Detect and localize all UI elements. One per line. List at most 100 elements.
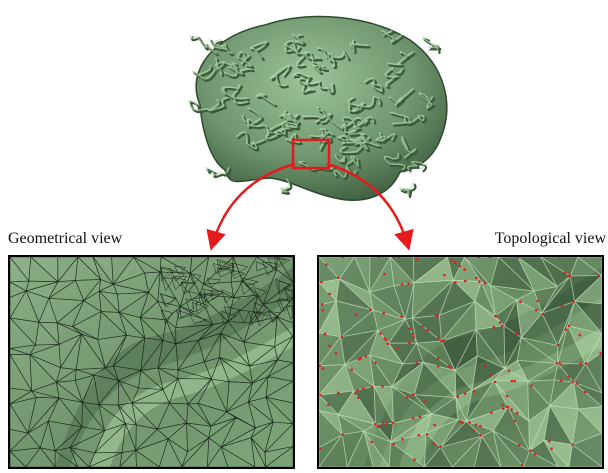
topology-point [328, 293, 331, 296]
topology-point [489, 374, 492, 377]
topology-point [529, 449, 532, 452]
topology-point [514, 380, 517, 383]
topology-point [356, 389, 359, 392]
topology-point [412, 393, 415, 396]
topology-point [475, 424, 478, 427]
topology-point [534, 453, 537, 456]
topology-point [475, 277, 478, 280]
topology-point [450, 259, 453, 262]
topology-point [327, 403, 330, 406]
topology-point [381, 385, 384, 388]
topology-point [565, 328, 568, 331]
topology-point [442, 339, 445, 342]
topology-point [571, 381, 574, 384]
topology-point [579, 334, 582, 337]
topology-point [550, 447, 553, 450]
topology-point [374, 423, 377, 426]
topology-point [319, 394, 322, 397]
topology-point [478, 280, 481, 283]
topology-point [564, 271, 567, 274]
topology-point [560, 379, 563, 382]
topology-point [572, 300, 575, 303]
topological-view-panel [317, 255, 604, 469]
topology-point [354, 392, 357, 395]
topology-point [321, 303, 324, 306]
topology-point [424, 400, 427, 403]
geometrical-mesh [10, 257, 293, 467]
topology-point [379, 332, 382, 335]
topology-point [421, 325, 424, 328]
topology-point [412, 417, 415, 420]
topology-point [458, 265, 461, 268]
topology-point [433, 443, 436, 446]
topology-point [579, 362, 582, 365]
topology-point [401, 438, 404, 441]
topology-point [473, 429, 476, 432]
topology-point [556, 362, 559, 365]
topology-point [448, 365, 451, 368]
topology-point [443, 274, 446, 277]
topology-point [567, 375, 570, 378]
topology-point [426, 329, 429, 332]
topology-point [341, 335, 344, 338]
topology-point [355, 314, 358, 317]
topology-point [400, 315, 403, 318]
topology-point [515, 332, 518, 335]
topology-point [535, 309, 538, 312]
topology-point [374, 362, 377, 365]
topology-point [508, 370, 511, 373]
topology-point [357, 397, 360, 400]
topology-point [459, 420, 462, 423]
topology-point [383, 337, 386, 340]
topology-point [501, 325, 504, 328]
topology-point [413, 336, 416, 339]
topology-point [464, 392, 467, 395]
topology-point [568, 274, 571, 277]
topology-point [335, 352, 338, 355]
topology-point [439, 445, 442, 448]
topology-point [464, 280, 467, 283]
topology-point [324, 333, 327, 336]
topology-point [416, 258, 419, 261]
topology-point [461, 422, 464, 425]
topology-point [328, 345, 331, 348]
topology-point [536, 300, 539, 303]
topology-point [468, 421, 471, 424]
topology-point [557, 344, 560, 347]
topology-point [484, 282, 487, 285]
topology-point [576, 382, 579, 385]
brain-silhouette [196, 17, 447, 201]
topology-point [511, 380, 514, 383]
topology-point [561, 305, 564, 308]
topology-point [411, 333, 414, 336]
topology-point [457, 396, 460, 399]
topology-point [473, 390, 476, 393]
topological-mesh [319, 257, 602, 467]
topology-point [584, 391, 587, 394]
topology-point [513, 420, 516, 423]
topology-point [322, 367, 325, 370]
topology-point [585, 362, 588, 365]
topology-point [519, 301, 522, 304]
topology-point [437, 357, 440, 360]
topology-point [396, 347, 399, 350]
topology-point [548, 440, 551, 443]
topology-point [479, 425, 482, 428]
topology-point [337, 392, 340, 395]
topology-point [494, 381, 497, 384]
topology-point [542, 313, 545, 316]
topology-point [382, 312, 385, 315]
topology-point [401, 283, 404, 286]
topology-point [392, 422, 395, 425]
topology-point [358, 358, 361, 361]
topology-point [516, 412, 519, 415]
topology-point [408, 342, 411, 345]
topology-point [418, 434, 421, 437]
topology-point [426, 433, 429, 436]
topology-point [484, 366, 487, 369]
topology-point [321, 309, 324, 312]
topology-point [450, 367, 453, 370]
topology-point [597, 274, 600, 277]
geometrical-view-label: Geometrical view [8, 230, 122, 248]
topology-point [530, 384, 533, 387]
